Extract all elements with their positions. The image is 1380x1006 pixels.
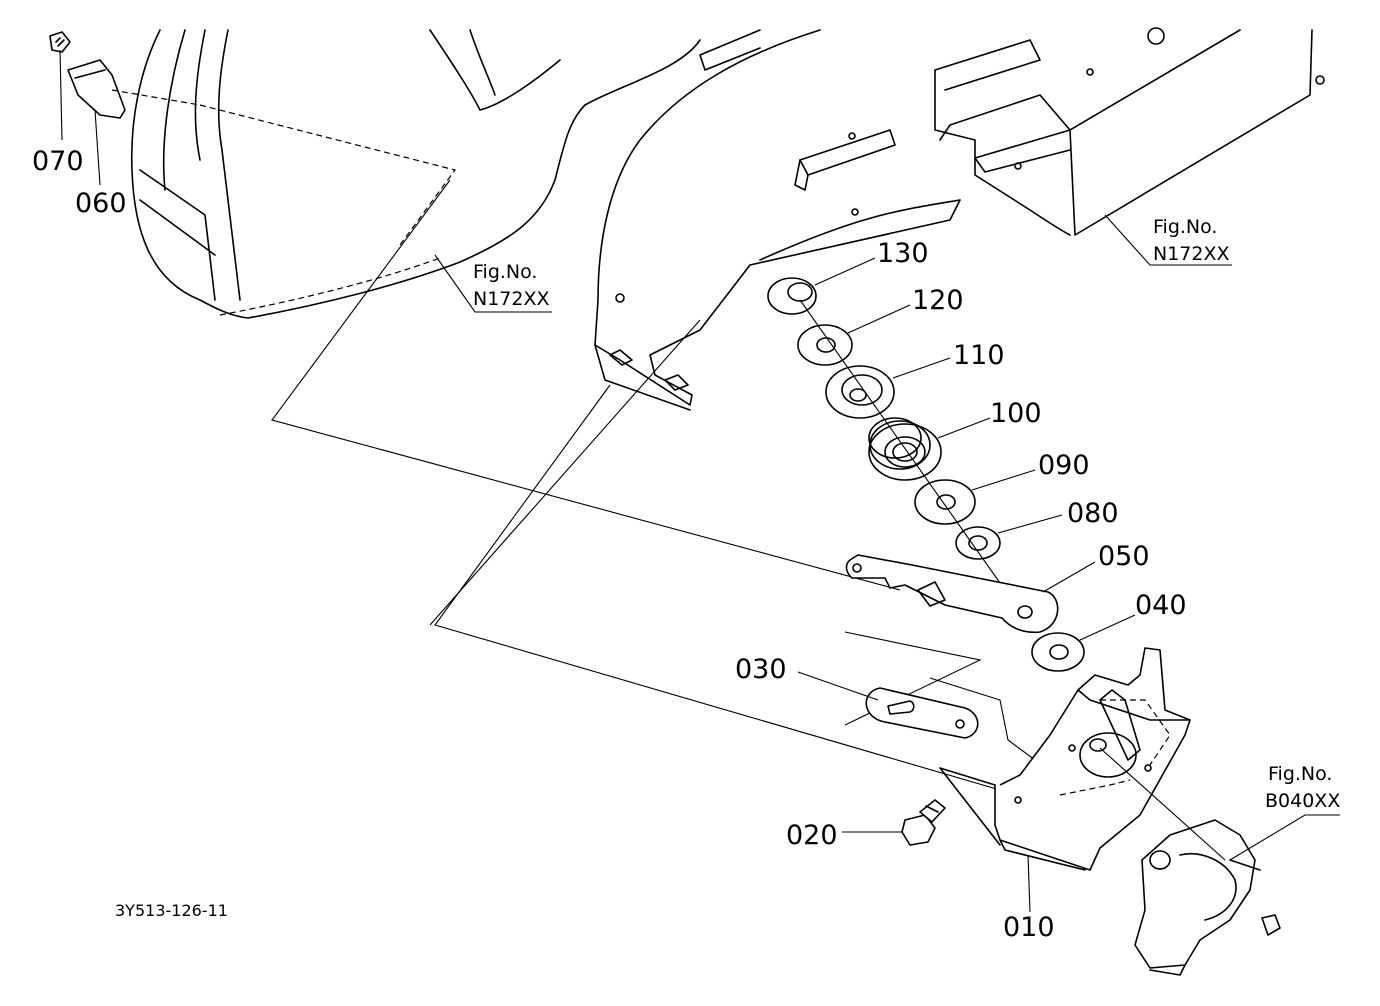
guide-line-a xyxy=(271,179,901,591)
fig-ref-3-title: Fig.No. xyxy=(1268,763,1333,785)
fig-ref-2-leader xyxy=(1104,214,1232,266)
drawing-code: 3Y513-126-11 xyxy=(115,901,228,920)
washer-040 xyxy=(1031,632,1085,672)
cover-body xyxy=(130,29,701,319)
part-label-090: 090 xyxy=(1038,450,1090,481)
leader-070 xyxy=(59,49,63,141)
part-label-060: 060 xyxy=(75,188,127,219)
washer-080 xyxy=(955,526,1001,560)
chassis-frame xyxy=(699,27,1325,236)
fig-ref-3-code: B040XX xyxy=(1265,790,1341,812)
part-label-070: 070 xyxy=(32,146,84,177)
fig-ref-2-title: Fig.No. xyxy=(1153,216,1218,238)
part-label-020: 020 xyxy=(786,820,838,851)
guide-line-c xyxy=(429,319,701,626)
bracket-010 xyxy=(939,647,1191,871)
spring-100 xyxy=(868,417,942,481)
screw-070 xyxy=(49,31,71,53)
nut-130 xyxy=(767,277,817,315)
sensor-assembly xyxy=(1134,819,1281,976)
washer-090 xyxy=(914,479,976,525)
plate-030 xyxy=(865,687,979,739)
collar-110 xyxy=(825,365,895,419)
washer-120 xyxy=(797,324,853,366)
fig-ref-1-title: Fig.No. xyxy=(473,261,538,283)
guide-line-b xyxy=(434,384,1001,791)
part-label-030: 030 xyxy=(735,654,787,685)
fig-ref-2-code: N172XX xyxy=(1153,243,1230,265)
part-label-050: 050 xyxy=(1098,541,1150,572)
part-label-100: 100 xyxy=(990,398,1042,429)
part-label-120: 120 xyxy=(912,285,964,316)
part-label-040: 040 xyxy=(1135,590,1187,621)
fig-ref-1-leader xyxy=(434,254,552,313)
part-label-010: 010 xyxy=(1003,912,1055,943)
leader-060 xyxy=(94,109,101,186)
lever-050 xyxy=(845,554,1059,634)
bolt-020 xyxy=(901,799,946,846)
clip-060 xyxy=(67,59,126,119)
fig-ref-1-code: N172XX xyxy=(473,288,550,310)
part-label-110: 110 xyxy=(953,340,1005,371)
part-label-130: 130 xyxy=(877,238,929,269)
part-label-080: 080 xyxy=(1067,498,1119,529)
mounting-plate xyxy=(594,29,961,411)
